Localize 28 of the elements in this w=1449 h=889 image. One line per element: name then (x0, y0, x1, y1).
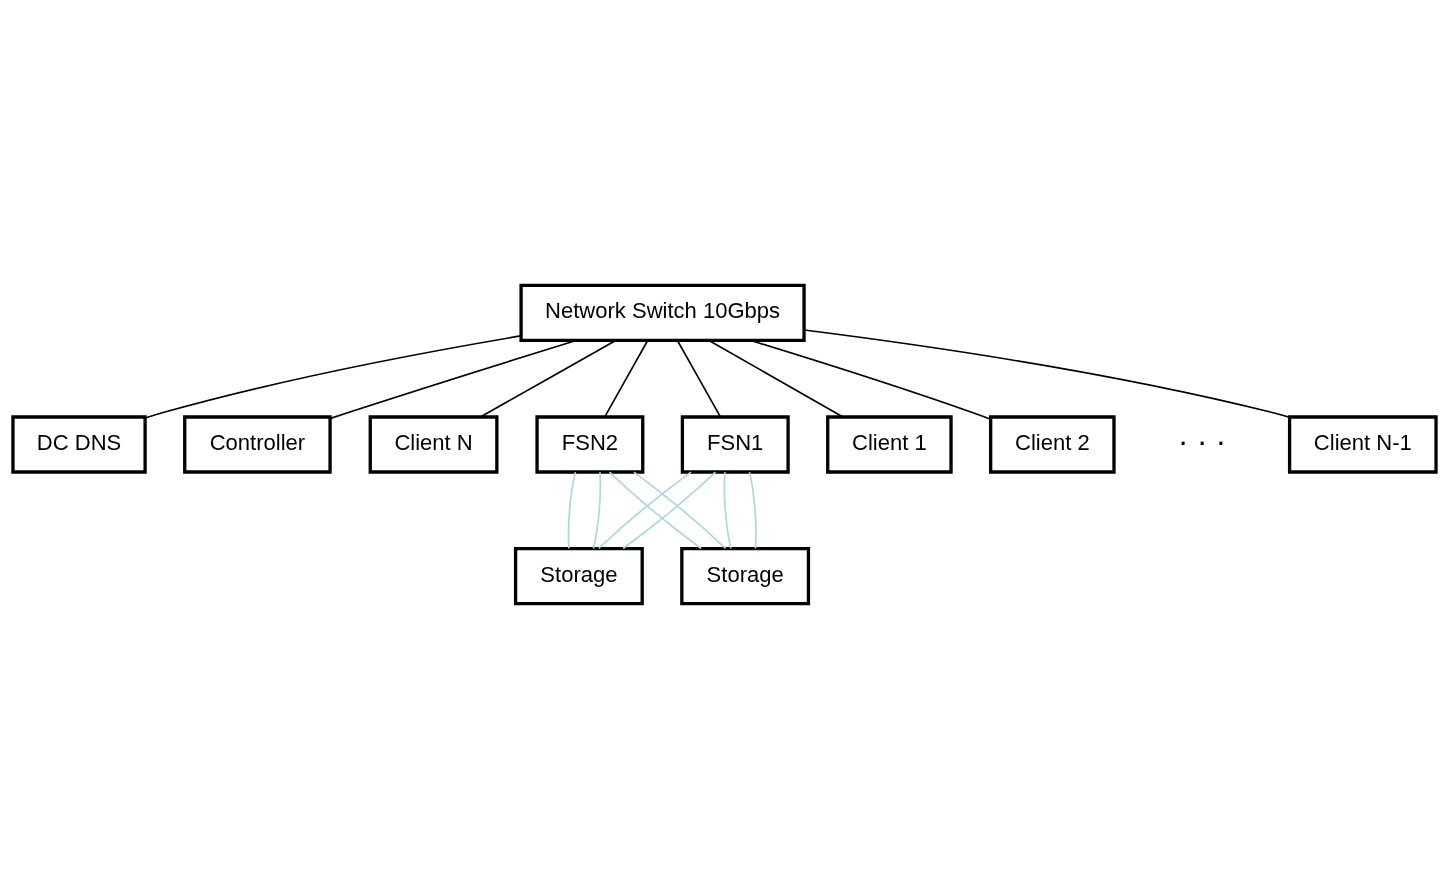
connector (603, 339, 649, 418)
connector (567, 471, 577, 550)
node-box: Client N (368, 415, 499, 474)
connector (676, 339, 722, 418)
label: · · · (1178, 424, 1227, 460)
node-box: DC DNS (11, 415, 147, 474)
connector (144, 335, 522, 419)
node-box: Client N-1 (1287, 415, 1438, 474)
node-box: Client 1 (826, 415, 953, 474)
connector (622, 471, 717, 550)
connector (608, 471, 702, 550)
connector (633, 471, 727, 550)
node-box: FSN2 (535, 415, 645, 474)
connector (479, 339, 617, 418)
connector (597, 471, 692, 550)
connector (708, 339, 844, 418)
node-box: FSN1 (680, 415, 790, 474)
node-box: Controller (183, 415, 332, 474)
node-box: Client 2 (989, 415, 1116, 474)
node-box: Storage (680, 546, 811, 606)
node-box: Storage (513, 546, 644, 606)
connector (803, 329, 1291, 419)
connector (592, 471, 602, 550)
connector (723, 471, 732, 550)
connector (749, 339, 992, 421)
node-box: Network Switch 10Gbps (519, 283, 806, 343)
connector (329, 339, 577, 420)
connector (748, 471, 757, 550)
